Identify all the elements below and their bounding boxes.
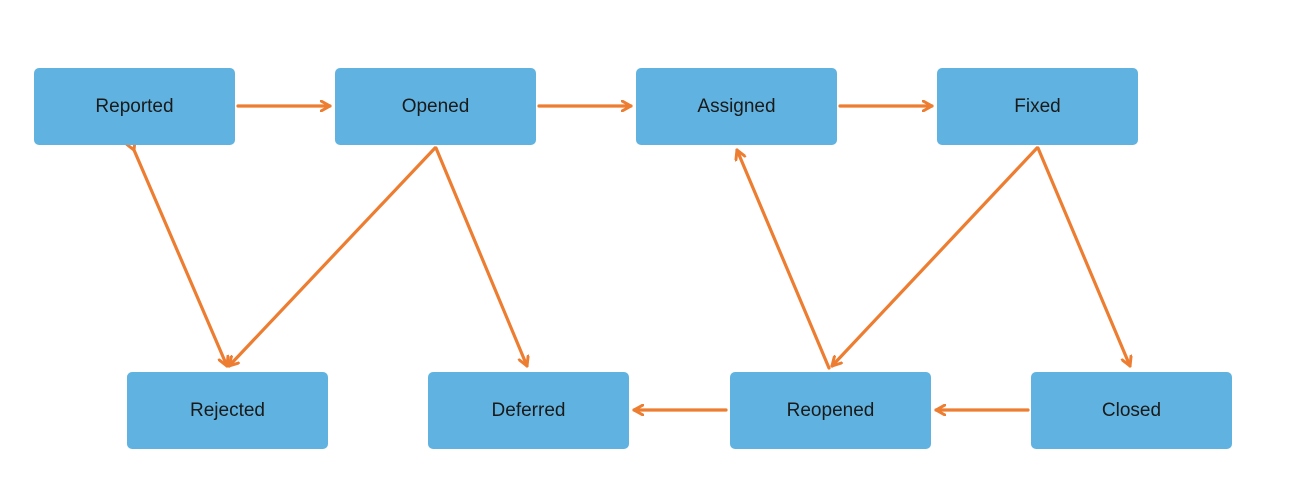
- edge-fixed-to-reopened: [830, 146, 1039, 368]
- node-label: Assigned: [697, 95, 776, 117]
- node-label: Opened: [401, 95, 470, 117]
- node-deferred: Deferred: [428, 372, 629, 449]
- node-label: Fixed: [1014, 95, 1061, 117]
- node-label: Closed: [1101, 399, 1162, 421]
- node-reported: Reported: [34, 68, 235, 145]
- node-label: Reopened: [786, 399, 875, 421]
- edge-reopened-to-assigned: [737, 148, 831, 370]
- edge-opened-to-rejected: [227, 146, 437, 368]
- node-label: Deferred: [491, 399, 566, 421]
- edge-opened-to-deferred: [434, 146, 527, 368]
- node-rejected: Rejected: [127, 372, 328, 449]
- node-fixed: Fixed: [937, 68, 1138, 145]
- edge-reported-rejected-bidirectional: [134, 150, 227, 368]
- node-opened: Opened: [335, 68, 536, 145]
- node-reopened: Reopened: [730, 372, 931, 449]
- node-assigned: Assigned: [636, 68, 837, 145]
- node-closed: Closed: [1031, 372, 1232, 449]
- node-label: Rejected: [190, 399, 265, 421]
- edge-fixed-to-closed: [1036, 146, 1130, 368]
- node-label: Reported: [95, 95, 174, 117]
